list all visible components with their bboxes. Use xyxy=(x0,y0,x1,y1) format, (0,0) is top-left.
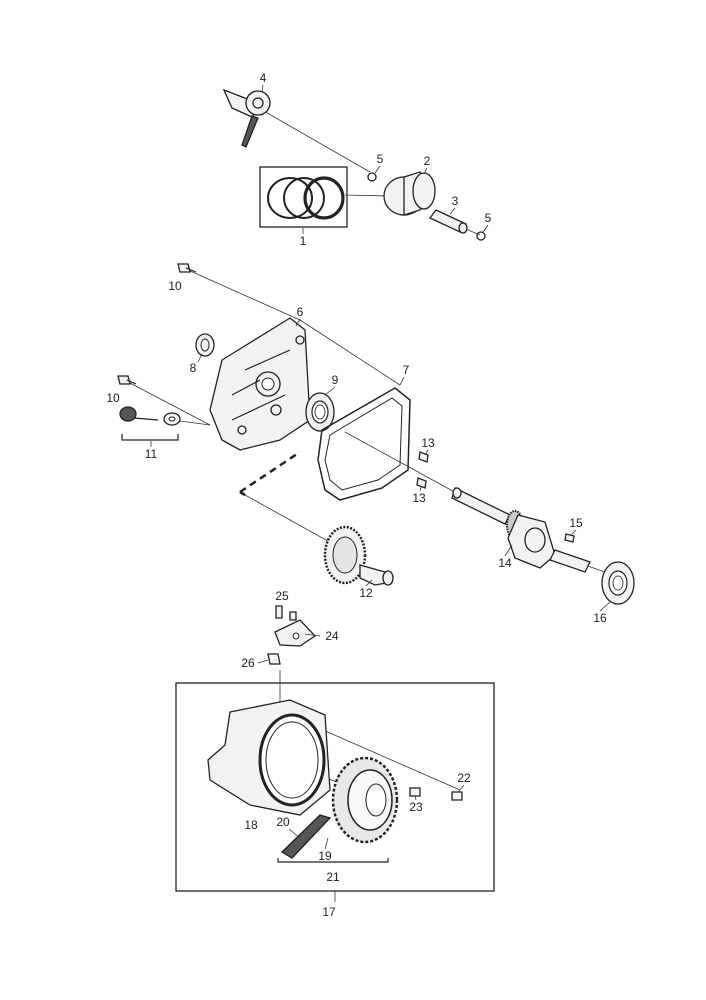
starter-bolt-parts xyxy=(409,787,463,801)
camshaft-part xyxy=(323,525,394,586)
starter-grip-part xyxy=(280,814,332,859)
bracket-parts xyxy=(267,605,316,665)
callout-16: 16 xyxy=(593,611,607,625)
callout-22: 22 xyxy=(457,771,471,785)
callout-12: 12 xyxy=(359,586,373,600)
reference-lines xyxy=(127,109,606,801)
oil-dipstick-part xyxy=(119,406,181,426)
callout-26: 26 xyxy=(241,656,255,670)
callout-10b: 10 xyxy=(106,391,120,405)
callout-6: 6 xyxy=(297,305,304,319)
callout-8: 8 xyxy=(190,361,197,375)
starter-bracket xyxy=(277,858,389,902)
callout-1: 1 xyxy=(300,234,307,248)
callout-10a: 10 xyxy=(168,279,182,293)
dashed-reference xyxy=(239,450,301,497)
callout-4: 4 xyxy=(260,71,267,85)
callout-3: 3 xyxy=(452,194,459,208)
callout-24: 24 xyxy=(325,629,339,643)
crankcase-cover-part xyxy=(209,317,311,451)
piston-ring-set-box xyxy=(259,166,348,228)
callout-19: 19 xyxy=(318,849,332,863)
callout-11: 11 xyxy=(145,447,158,461)
callout-9: 9 xyxy=(332,373,339,387)
bolt-parts xyxy=(117,263,197,385)
callout-leaders xyxy=(150,84,611,850)
bearing-part xyxy=(305,392,335,432)
dipstick-bracket xyxy=(121,434,179,441)
callout-23: 23 xyxy=(409,800,423,814)
callout-20: 20 xyxy=(276,815,290,829)
gasket-part xyxy=(317,387,411,501)
callout-13b: 13 xyxy=(412,491,426,505)
callout-2: 2 xyxy=(424,154,431,168)
callout-25: 25 xyxy=(275,589,289,603)
piston-pin-part xyxy=(428,209,468,234)
fan-housing-part xyxy=(207,699,331,816)
piston-part xyxy=(383,171,436,216)
callout-17: 17 xyxy=(322,905,336,919)
clip-parts xyxy=(367,172,486,241)
crankshaft-part xyxy=(451,487,591,573)
callout-14: 14 xyxy=(498,556,512,570)
crank-bearing-part xyxy=(601,561,635,605)
callout-5b: 5 xyxy=(485,211,492,225)
callout-labels: 4 2 5 3 5 1 10 6 8 7 9 10 11 13 13 15 14… xyxy=(106,71,607,919)
recoil-starter-part xyxy=(331,756,399,844)
callout-13a: 13 xyxy=(421,436,435,450)
key-part xyxy=(564,533,575,543)
oil-seal-part xyxy=(195,333,215,357)
callout-15: 15 xyxy=(569,516,583,530)
connecting-rod-part xyxy=(222,88,271,148)
dowel-pin-parts xyxy=(416,451,429,489)
callout-18: 18 xyxy=(244,818,258,832)
callout-7: 7 xyxy=(403,363,410,377)
callout-21: 21 xyxy=(326,870,340,884)
callout-5a: 5 xyxy=(377,152,384,166)
